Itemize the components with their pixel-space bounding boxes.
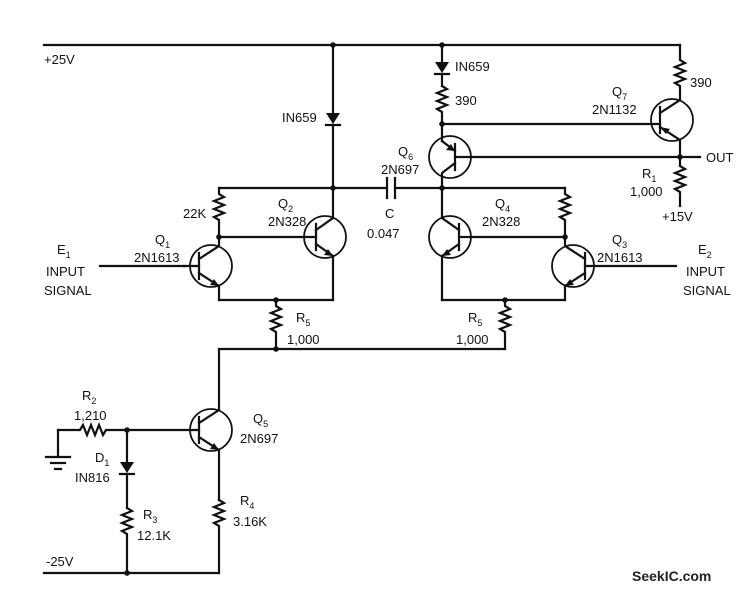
r-right-collector — [557, 186, 573, 240]
svg-text:Q2: Q2 — [278, 196, 293, 214]
svg-text:C: C — [385, 206, 394, 221]
svg-text:Q7: Q7 — [612, 84, 627, 102]
q7-label: Q7 2N1132 — [592, 84, 637, 117]
q4-label: Q4 2N328 — [482, 196, 520, 229]
d-top-label: IN659 — [282, 110, 317, 125]
svg-text:Q5: Q5 — [253, 411, 268, 429]
svg-text:1,210: 1,210 — [74, 408, 107, 423]
e2-label: E2 INPUT SIGNAL — [683, 242, 731, 298]
r22k-label: 22K — [183, 206, 206, 221]
svg-text:2N1613: 2N1613 — [597, 250, 643, 265]
collector-node — [217, 176, 567, 200]
diode-in659-top — [324, 43, 342, 190]
transistor-q2 — [299, 186, 347, 302]
svg-text:R3: R3 — [143, 507, 157, 525]
svg-text:INPUT: INPUT — [686, 264, 725, 279]
r2-label: R2 1,210 — [74, 388, 107, 423]
transistor-q4 — [428, 186, 472, 302]
r3 — [119, 506, 135, 575]
svg-text:2N328: 2N328 — [268, 214, 306, 229]
svg-text:R2: R2 — [82, 388, 96, 406]
r5b-label: R5 1,000 — [456, 310, 489, 347]
svg-text:IN816: IN816 — [75, 470, 110, 485]
svg-text:E2: E2 — [698, 242, 712, 260]
r5-left — [268, 298, 284, 352]
q2-label: Q2 2N328 — [268, 196, 306, 229]
svg-text:2N328: 2N328 — [482, 214, 520, 229]
transistor-q5 — [125, 347, 233, 502]
svg-text:Q1: Q1 — [155, 232, 170, 250]
neg-rail-label: -25V — [46, 554, 74, 569]
svg-text:SIGNAL: SIGNAL — [44, 283, 92, 298]
svg-text:1,000: 1,000 — [287, 332, 320, 347]
pos-rail — [42, 42, 682, 48]
r2 — [56, 422, 130, 438]
transistor-q7 — [650, 98, 694, 159]
neg-rail — [42, 570, 221, 576]
svg-text:E1: E1 — [57, 242, 71, 260]
transistor-q6 — [428, 122, 682, 190]
r3-label: R3 12.1K — [137, 507, 171, 543]
svg-text:R4: R4 — [240, 493, 254, 511]
svg-text:1,000: 1,000 — [630, 184, 663, 199]
svg-text:INPUT: INPUT — [46, 264, 85, 279]
pos-rail-label: +25V — [44, 52, 75, 67]
e1-label: E1 INPUT SIGNAL — [44, 242, 92, 298]
svg-text:Q6: Q6 — [398, 144, 413, 162]
svg-text:R5: R5 — [468, 310, 482, 328]
r390a-label: 390 — [455, 93, 477, 108]
ground-symbol — [44, 428, 72, 471]
r390b-label: 390 — [690, 75, 712, 90]
r390-left — [434, 84, 450, 127]
p15-label: +15V — [662, 209, 693, 224]
svg-text:R5: R5 — [296, 310, 310, 328]
r1 — [672, 155, 688, 208]
diode-d1 — [118, 428, 136, 510]
svg-text:2N697: 2N697 — [240, 431, 278, 446]
d1-label: D1 IN816 — [75, 450, 110, 485]
d-right-label: IN659 — [455, 59, 490, 74]
r-22k — [211, 186, 227, 240]
cap-label: C 0.047 — [367, 206, 400, 241]
svg-text:Q4: Q4 — [495, 196, 510, 214]
svg-text:Q3: Q3 — [612, 232, 627, 250]
watermark: SeekIC.com — [632, 568, 711, 584]
r5-right — [497, 298, 513, 351]
svg-text:0.047: 0.047 — [367, 226, 400, 241]
r4-label: R4 3.16K — [233, 493, 267, 529]
svg-text:2N1613: 2N1613 — [134, 250, 180, 265]
q3-label: Q3 2N1613 — [597, 232, 643, 265]
r5a-label: R5 1,000 — [287, 310, 320, 347]
svg-text:1,000: 1,000 — [456, 332, 489, 347]
svg-text:SIGNAL: SIGNAL — [683, 283, 731, 298]
r390-right — [672, 43, 688, 102]
out-label: OUT — [706, 150, 734, 165]
q5-label: Q5 2N697 — [240, 411, 278, 446]
svg-text:12.1K: 12.1K — [137, 528, 171, 543]
diode-in659-right — [433, 43, 451, 88]
transistor-q1 — [182, 235, 233, 302]
q6-label: Q6 2N697 — [381, 144, 419, 177]
svg-text:R1: R1 — [642, 166, 656, 184]
r4 — [211, 498, 227, 575]
svg-text:D1: D1 — [95, 450, 109, 468]
svg-text:2N697: 2N697 — [381, 162, 419, 177]
svg-text:3.16K: 3.16K — [233, 514, 267, 529]
r1-label: R1 1,000 — [630, 166, 663, 199]
transistor-q3 — [551, 235, 678, 302]
q1-label: Q1 2N1613 — [134, 232, 180, 265]
svg-text:2N1132: 2N1132 — [592, 102, 637, 117]
